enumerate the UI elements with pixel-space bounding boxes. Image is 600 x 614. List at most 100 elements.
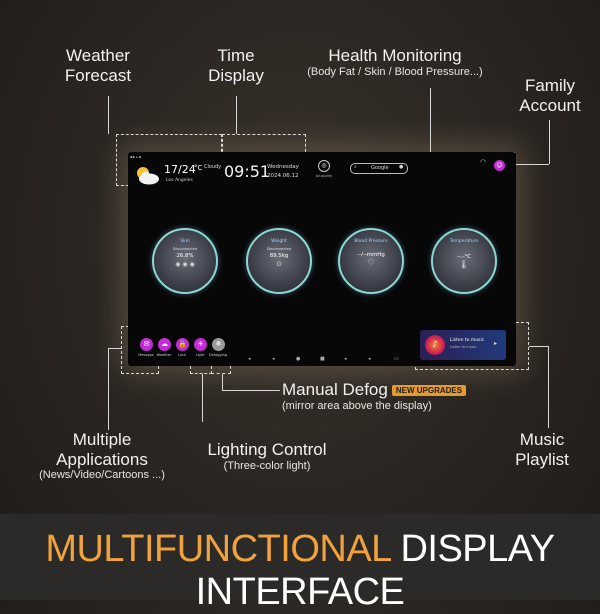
gauge-value: --/--mmHg: [357, 252, 385, 258]
message-icon: ✉: [143, 340, 150, 348]
health-gauge-weight[interactable]: Weight Disconnected 89.5kg ⊙: [246, 228, 312, 294]
callout-line: Forecast: [64, 65, 132, 85]
nav-recent-icon[interactable]: ■: [320, 356, 325, 362]
callout-line: Multiple: [72, 430, 132, 449]
gauge-title: Temperature: [449, 239, 479, 244]
gauge-value: --.-°C: [456, 254, 471, 260]
callout-line: Applications: [56, 449, 148, 469]
app-message-label: Message: [138, 353, 154, 357]
app-weather-icon[interactable]: ☁: [158, 338, 171, 351]
lighting-control-callout: Lighting Control (Three-color light): [192, 440, 342, 472]
health-gauge-temperature[interactable]: Temperature --.-°C 🌡: [431, 228, 497, 294]
status-bar: ▪▪ ▴ ▪: [130, 155, 142, 159]
family-leader-horizontal: [515, 164, 549, 165]
weather-unit: °C: [194, 164, 203, 172]
search-icon: ⌕: [354, 164, 357, 170]
music-play-icon[interactable]: ▸: [494, 340, 498, 347]
app-weather-label: Weather: [156, 353, 172, 357]
callout-line: Weather: [66, 46, 130, 65]
search-brand: Google: [371, 165, 389, 171]
defog-title: Manual Defog: [282, 380, 388, 399]
music-leader-line: [548, 346, 549, 428]
weather-condition: Cloudy: [204, 164, 222, 170]
defog-icon: ❄: [215, 340, 222, 348]
callout-title: Lighting Control: [207, 440, 327, 459]
nav-home-icon[interactable]: ◂: [272, 356, 275, 362]
mic-icon: ●: [399, 164, 404, 170]
callout-subtitle: (mirror area above the display): [282, 399, 432, 412]
app-lock-icon[interactable]: 🔒: [176, 338, 189, 351]
google-search-bar[interactable]: ⌕ Google ●: [350, 163, 408, 174]
multiple-applications-callout: Multiple Applications (News/Video/Cartoo…: [22, 430, 182, 482]
callout-line: Music: [519, 430, 565, 449]
family-account-callout: Family Account: [510, 76, 590, 115]
app-defog-label: Defogging: [208, 353, 228, 357]
callout-subtitle: (Body Fat / Skin / Blood Pressure...): [307, 65, 483, 78]
nav-circle-icon[interactable]: ●: [296, 356, 301, 362]
weather-widget[interactable]: 17/24 °C Cloudy Los Angeles: [134, 162, 226, 188]
weather-temperature: 17/24: [164, 163, 196, 176]
app-message-icon[interactable]: ✉: [140, 338, 153, 351]
callout-line: Display: [208, 65, 264, 85]
music-playlist-callout: Music Playlist: [502, 430, 582, 469]
callout-line: Family: [524, 76, 576, 95]
air-quality-label: Air-quality: [315, 174, 333, 178]
time-widget: 09:51 Wednesday 2024.06.12: [224, 160, 304, 188]
health-gauge-skin[interactable]: Skin Disconnected 26.8% ◉ ◉ ◉: [152, 228, 218, 294]
footer-title: MULTIFUNCTIONAL DISPLAY INTERFACE: [0, 528, 600, 614]
app-light-label: Light: [195, 353, 205, 357]
app-light-icon[interactable]: ☀: [194, 338, 207, 351]
new-upgrades-badge: NEW UPGRADES: [391, 384, 467, 397]
gauge-value: 89.5kg: [269, 253, 289, 259]
air-quality-shortcut[interactable]: ◎ Air-quality: [314, 160, 334, 182]
heart-pulse-icon: ♡: [367, 258, 375, 267]
music-title: Listen to music: [450, 338, 485, 343]
defog-leader-line: [222, 374, 223, 390]
family-account-avatar[interactable]: ☺: [494, 160, 505, 171]
family-leader-vertical: [549, 120, 550, 164]
music-subtitle: Listen to music: [450, 345, 477, 349]
gauge-title: Skin: [180, 239, 190, 244]
air-quality-icon: ◎: [318, 160, 330, 172]
user-icon: ☺: [496, 162, 503, 169]
app-defog-icon[interactable]: ❄: [212, 338, 225, 351]
music-leader-horizontal: [529, 346, 548, 347]
time-display-callout: Time Display: [196, 46, 276, 85]
callout-title: Health Monitoring: [328, 46, 462, 65]
gauge-title: Weight: [271, 239, 287, 244]
nav-volume-down-icon[interactable]: ◂: [344, 356, 347, 362]
weather-leader-line: [108, 96, 109, 134]
gauge-status: Disconnected: [172, 247, 198, 251]
nav-screenshot-icon[interactable]: ▭: [394, 356, 399, 362]
album-art-icon: ♪: [425, 335, 445, 355]
nav-back-icon[interactable]: ◂: [248, 356, 251, 362]
wifi-icon: ◠: [480, 158, 487, 166]
apps-leader-line: [108, 348, 109, 430]
time-leader-line: [236, 96, 237, 134]
display-screen: ▪▪ ▴ ▪ 17/24 °C Cloudy Los Angeles 09:51…: [128, 152, 516, 366]
callout-subtitle: (Three-color light): [223, 459, 311, 472]
clock-date: 2024.06.12: [267, 173, 299, 179]
health-monitoring-callout: Health Monitoring (Body Fat / Skin / Blo…: [280, 46, 510, 78]
gauge-status: Disconnected: [266, 247, 292, 251]
lighting-leader-line: [202, 374, 203, 422]
health-gauge-blood-pressure[interactable]: Blood Pressure --/--mmHg ♡: [338, 228, 404, 294]
footer-title-highlight: MULTIFUNCTIONAL: [45, 528, 391, 570]
footer-banner: [0, 514, 600, 600]
callout-line: Account: [519, 95, 581, 115]
apps-leader-horizontal: [108, 348, 121, 349]
clock-weekday: Wednesday: [267, 164, 299, 170]
gauge-value: 26.8%: [176, 253, 194, 259]
lock-icon: 🔒: [178, 340, 187, 348]
app-lock-label: Lock: [178, 353, 186, 357]
skin-mode-icons: ◉ ◉ ◉: [175, 261, 195, 268]
callout-subtitle: (News/Video/Cartoons ...): [39, 469, 165, 482]
nav-volume-up-icon[interactable]: ◂: [368, 356, 371, 362]
music-player-widget[interactable]: ♪ Listen to music Listen to music ▸: [420, 330, 506, 360]
light-icon: ☀: [197, 340, 204, 348]
weather-icon: ☁: [161, 340, 168, 348]
weight-icon: ⊙: [276, 260, 282, 268]
defog-leader-horizontal: [222, 390, 280, 391]
